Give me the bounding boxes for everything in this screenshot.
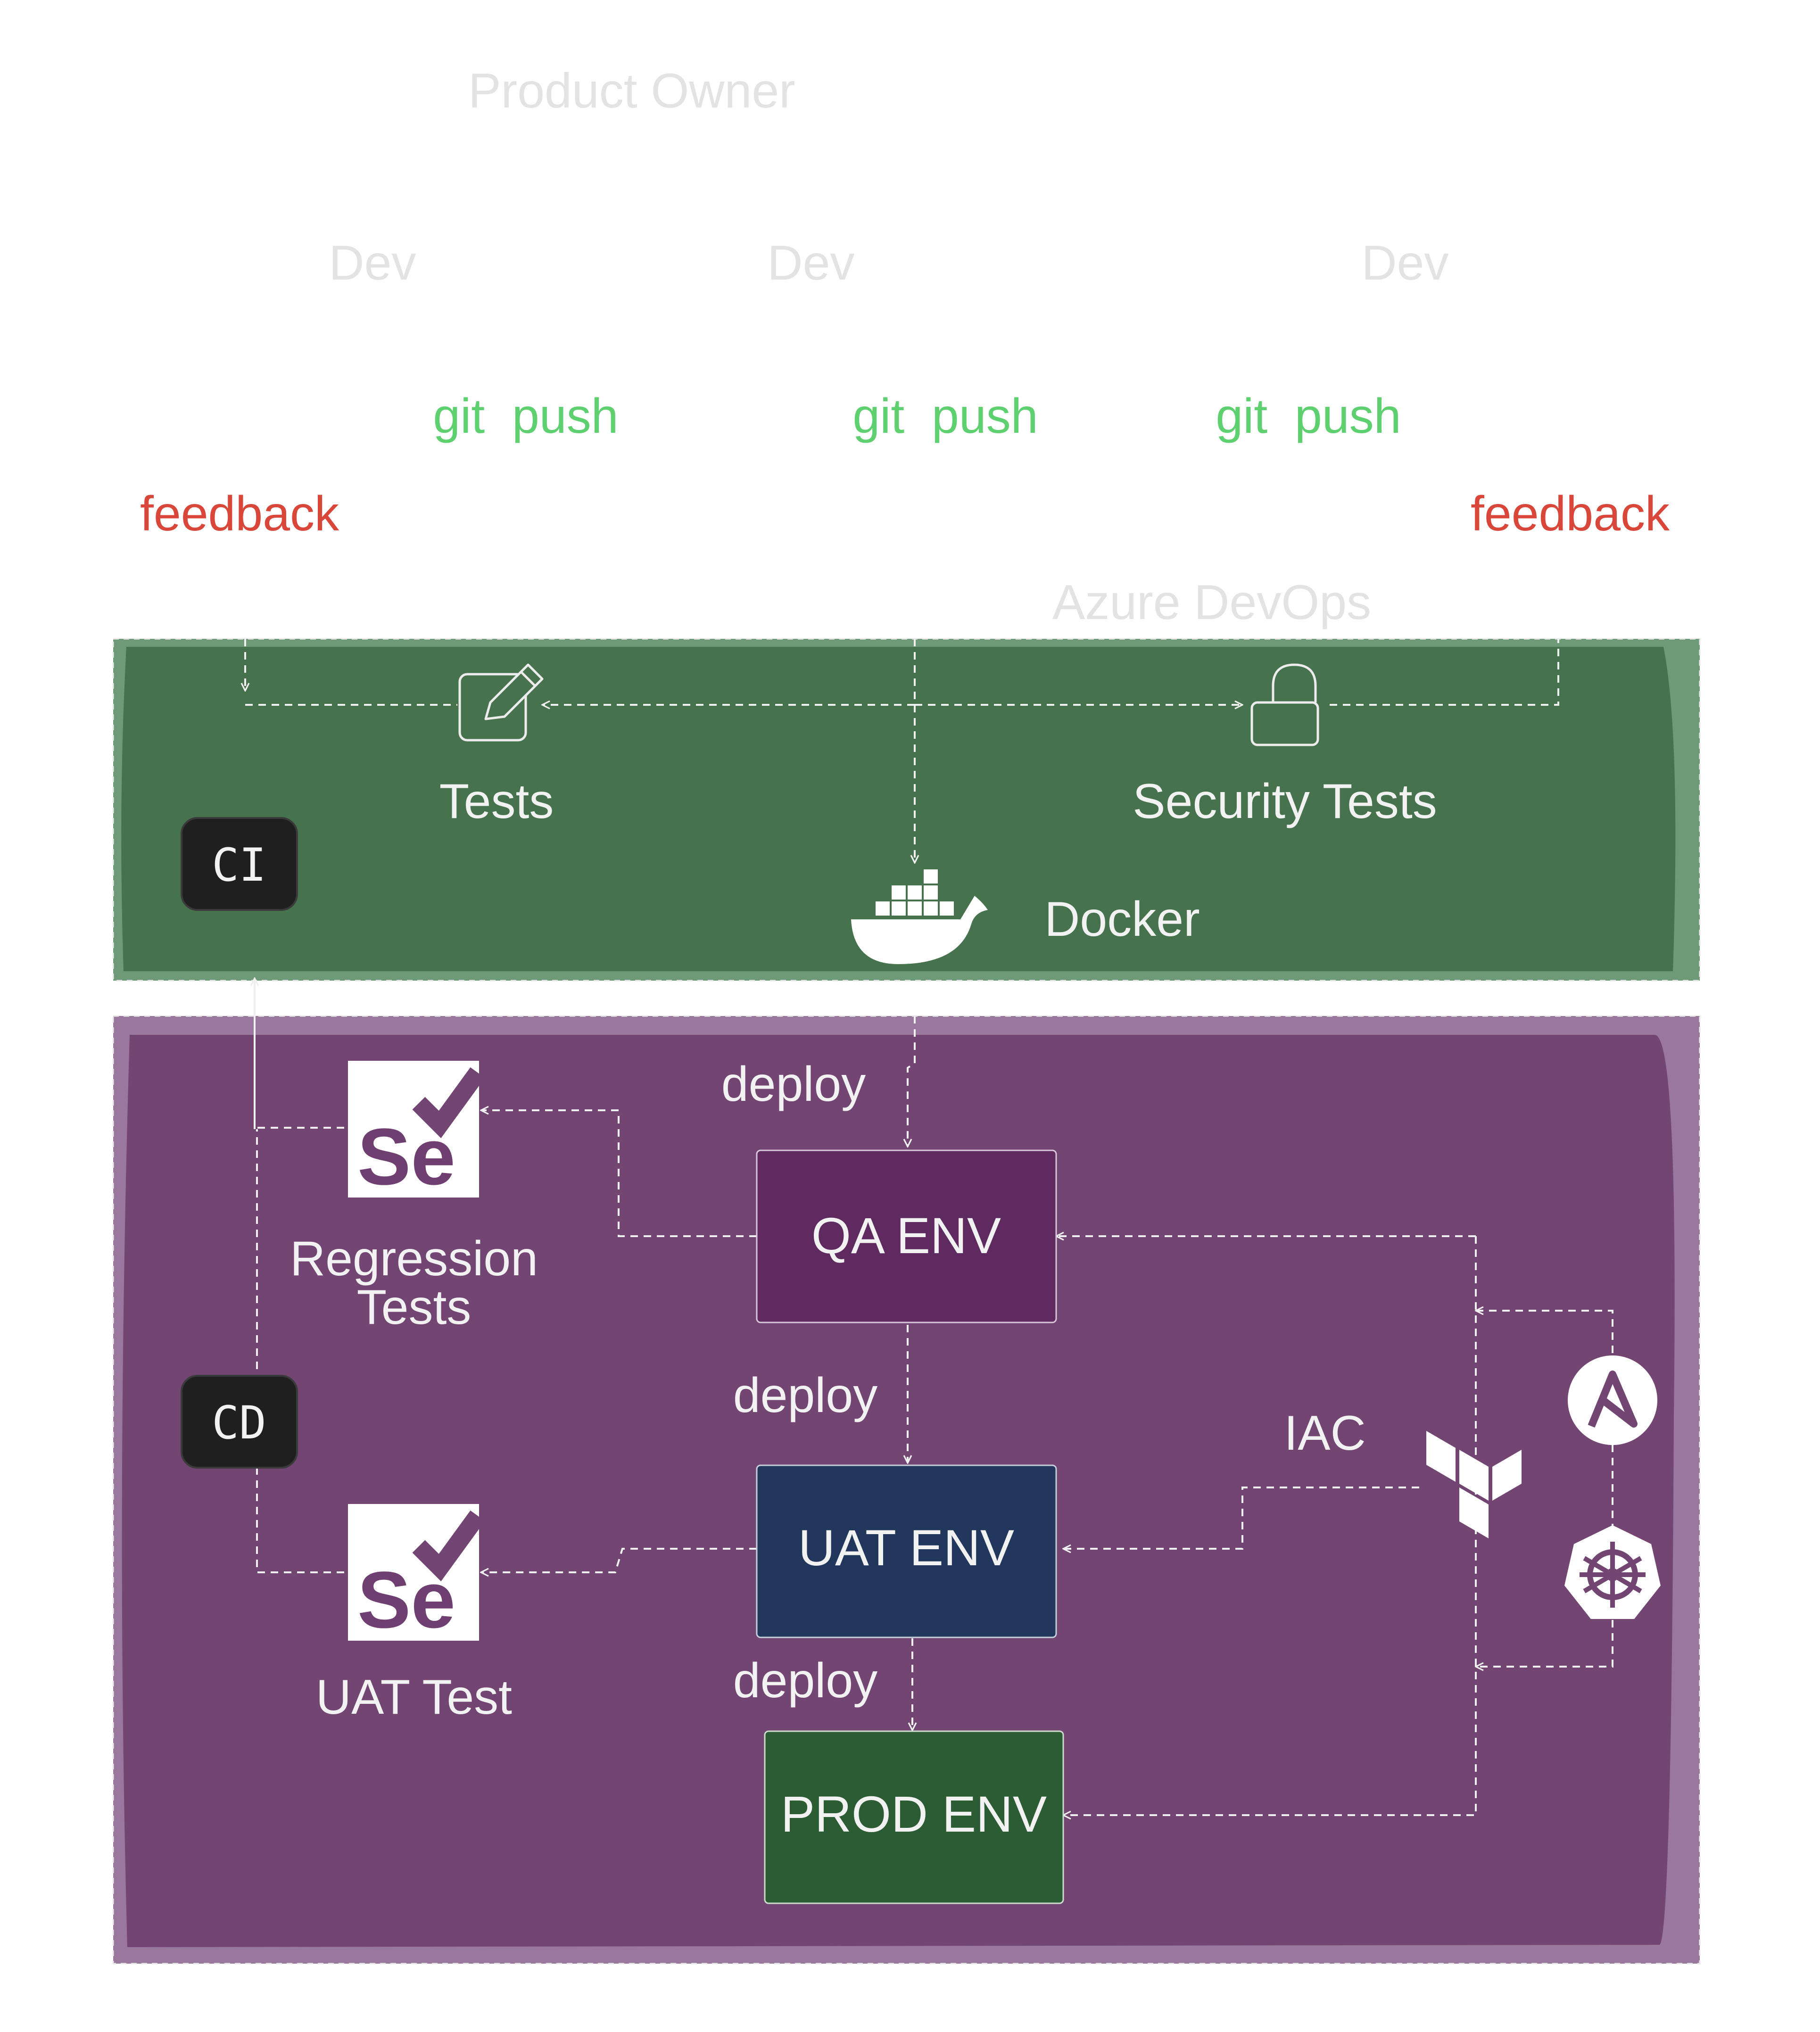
selenium-icon: Se — [348, 1061, 485, 1202]
ci-badge: CI — [181, 817, 298, 911]
selenium-logo-text: Se — [357, 1112, 455, 1202]
feedback-label-left: feedback — [140, 487, 339, 541]
qa-env-label: QA ENV — [811, 1207, 1001, 1264]
terraform-icon — [1426, 1431, 1522, 1538]
kubernetes-icon — [1564, 1525, 1661, 1619]
deploy-label-1: deploy — [721, 1057, 866, 1112]
azure-devops-label: Azure DevOps — [1052, 575, 1371, 630]
prod-env-box: PROD ENV — [764, 1730, 1064, 1904]
uat-env-label: UAT ENV — [798, 1519, 1014, 1576]
docker-icon — [851, 869, 988, 964]
ci-flow-lines — [245, 639, 1559, 863]
selenium-icon: Se — [348, 1504, 485, 1645]
dev-label-3: Dev — [1362, 236, 1449, 290]
docker-label: Docker — [1044, 892, 1200, 947]
cd-badge: CD — [181, 1375, 298, 1469]
deploy-label-2: deploy — [733, 1368, 877, 1423]
regression-tests-label-line2: Tests — [357, 1280, 472, 1335]
ci-badge-label: CI — [212, 839, 266, 892]
product-owner-label: Product Owner — [468, 64, 795, 118]
security-tests-label: Security Tests — [1133, 774, 1437, 829]
uat-env-box: UAT ENV — [756, 1464, 1057, 1638]
ansible-icon — [1568, 1355, 1657, 1445]
dev-label-2: Dev — [768, 236, 855, 290]
qa-env-box: QA ENV — [756, 1149, 1057, 1323]
cd-badge-label: CD — [212, 1396, 266, 1449]
git-push-label-1: git push — [433, 389, 618, 444]
git-push-label-2: git push — [852, 389, 1038, 444]
lock-icon — [1250, 663, 1319, 746]
tests-label: Tests — [439, 774, 554, 829]
edit-icon — [458, 663, 544, 742]
git-push-label-3: git push — [1216, 389, 1401, 444]
uat-test-label: UAT Test — [316, 1670, 512, 1725]
iac-label: IAC — [1284, 1406, 1365, 1461]
regression-tests-label-line1: Regression — [290, 1231, 538, 1286]
deploy-label-3: deploy — [733, 1653, 877, 1708]
dev-label-1: Dev — [329, 236, 416, 290]
prod-env-label: PROD ENV — [781, 1785, 1047, 1842]
feedback-label-right: feedback — [1471, 487, 1670, 541]
selenium-logo-text: Se — [357, 1555, 455, 1645]
